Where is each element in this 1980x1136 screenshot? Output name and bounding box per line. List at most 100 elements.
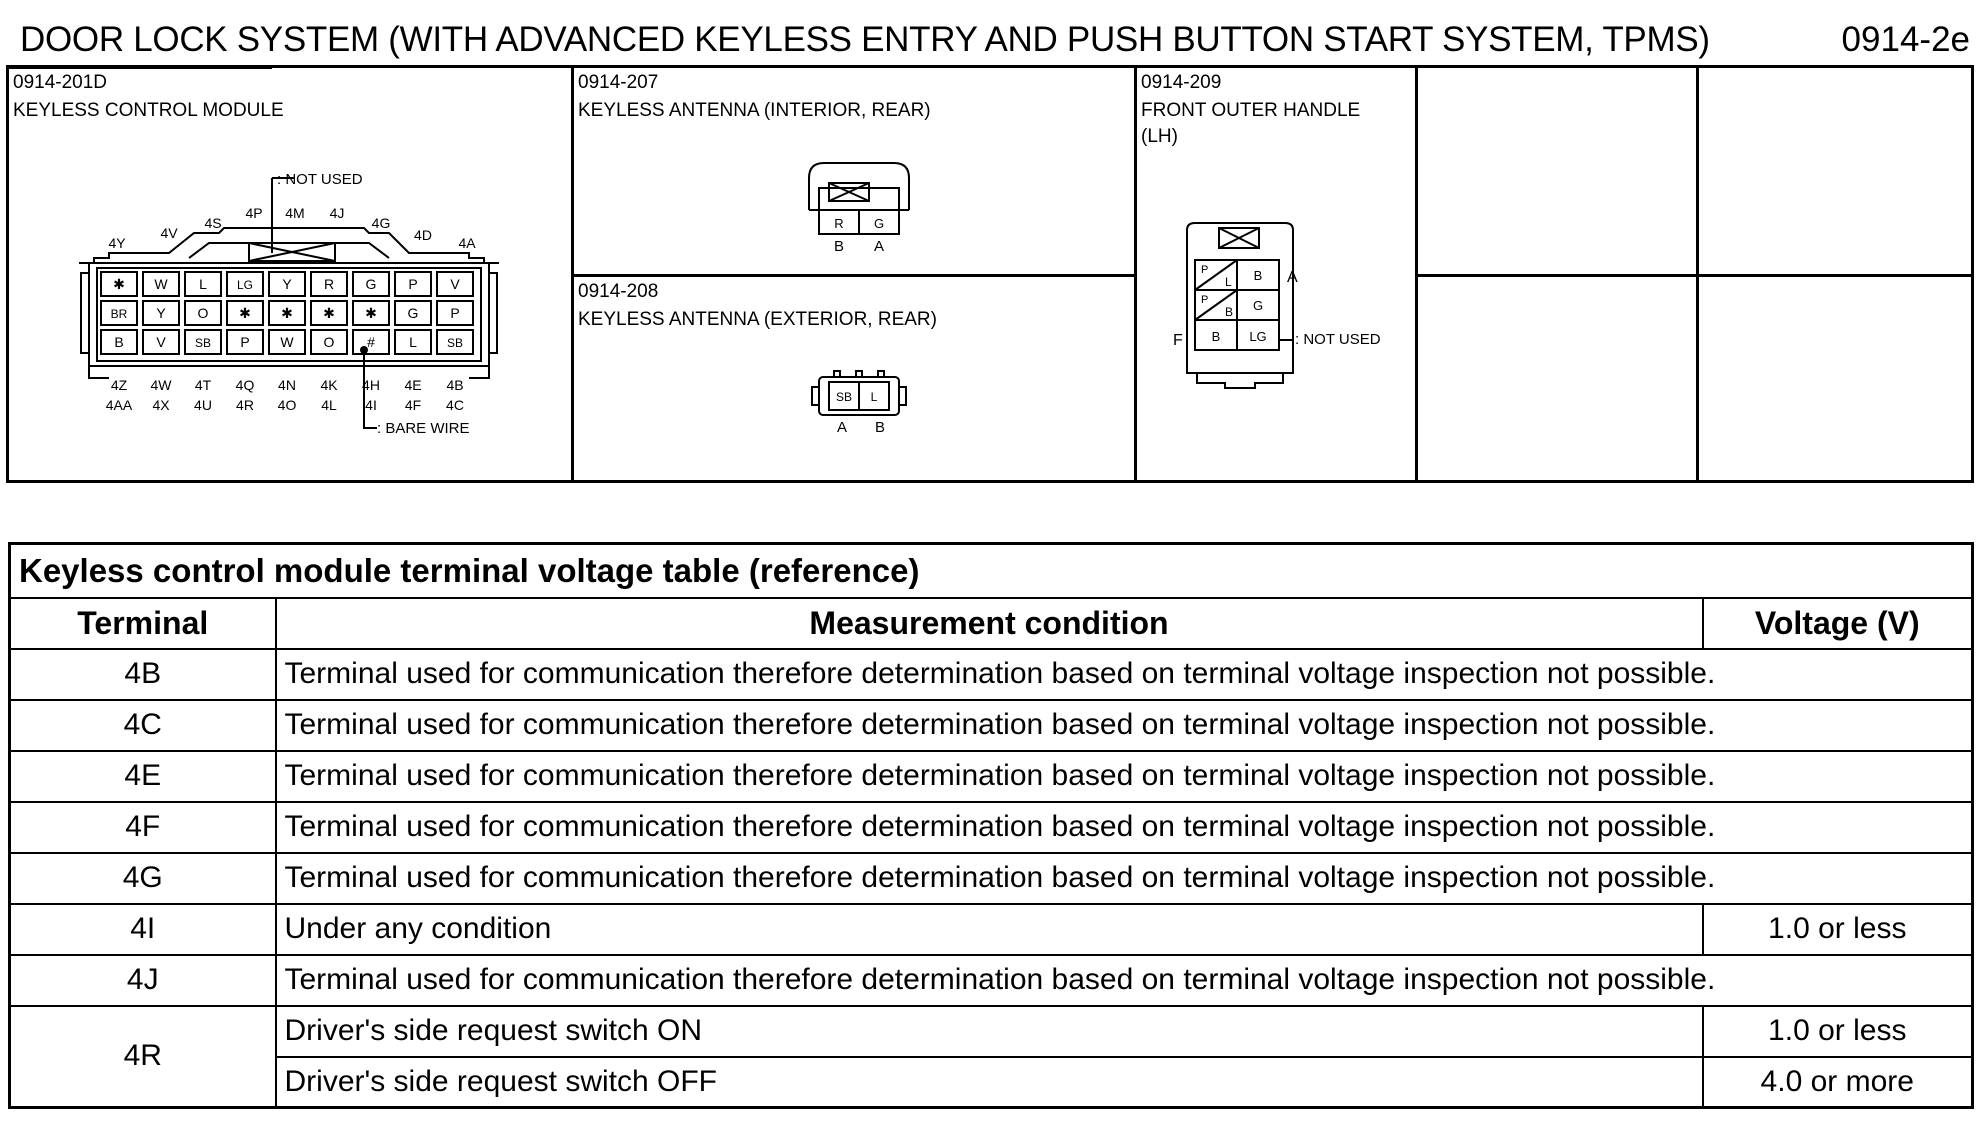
pin-cell [268,271,306,297]
pin-cell [226,329,264,355]
terminal-label: 4E [404,377,421,393]
table-caption: Keyless control module terminal voltage … [8,542,1974,599]
pin-cell [310,300,348,326]
terminal-cell: 4I [8,902,277,956]
pin-label: L [409,334,417,350]
connector-name: KEYLESS CONTROL MODULE [13,100,284,121]
pin-label: G [366,276,377,292]
pin-cell [394,329,432,355]
condition-cell: Terminal used for communication therefor… [274,800,1974,854]
terminal-cell: 4J [8,953,277,1007]
pin-label: # [367,334,375,350]
pin-cell [436,300,474,326]
pin-label: P [408,276,417,292]
pin-label: L [871,390,878,404]
terminal-label: 4O [278,397,297,413]
pin-cell [310,271,348,297]
condition-cell: Terminal used for communication therefor… [274,647,1974,701]
terminal-voltage-table: Keyless control module terminal voltage … [8,542,1974,1109]
divider [1134,68,1137,480]
divider [574,274,1134,277]
pin-label: G [874,216,884,231]
terminal-cell: 4G [8,851,277,905]
column-header: Measurement condition [274,596,1704,650]
table-header-row: Terminal Measurement condition Voltage (… [8,596,1974,650]
not-used-label: : NOT USED [1295,331,1381,348]
terminal-label: 4C [446,397,464,413]
pin-label: LG [1249,329,1266,344]
page-title: DOOR LOCK SYSTEM (WITH ADVANCED KEYLESS … [20,20,1710,59]
table-row: 4I Under any condition 1.0 or less [8,902,1974,956]
pin-cell [184,300,222,326]
connector-208: 0914-208 KEYLESS ANTENNA (EXTERIOR, REAR… [574,277,1134,480]
terminal-label: 4R [236,397,254,413]
connector-code: 0914-207 [578,72,659,93]
pin-cell [184,271,222,297]
pin-label: ✱ [323,305,335,321]
terminal-label: 4L [321,397,337,413]
pin-cell [352,329,390,355]
pin-position-label: A [1287,269,1298,286]
terminal-label: 4H [362,377,380,393]
pin-label: ✱ [365,305,377,321]
pin-label: SB [447,336,463,350]
terminal-label: 4U [194,397,212,413]
pin-label: L [199,276,207,292]
table-row: 4J Terminal used for communication there… [8,953,1974,1007]
pin-label: W [154,276,168,292]
terminal-label: 4J [330,205,345,221]
pin-label: O [324,334,335,350]
bare-wire-label: : BARE WIRE [377,420,470,437]
terminal-label: 4D [414,227,432,243]
terminal-cell: 4C [8,698,277,752]
pin-cell [100,271,138,297]
terminal-label: 4X [152,397,170,413]
pin-position-label: F [1173,332,1183,349]
pin-label: ✱ [113,276,125,292]
pin-label: SB [195,336,211,350]
table-row: 4G Terminal used for communication there… [8,851,1974,905]
terminal-label: 4Y [108,235,126,251]
pin-cell [268,300,306,326]
pin-label: Y [282,276,292,292]
pin-label: B [1212,329,1221,344]
connector-code: 0914-201D [13,72,108,93]
terminal-cell: 4B [8,647,277,701]
interior-antenna-connector-diagram: R G B A [808,162,910,255]
table-row: 4R Driver's side request switch ON 1.0 o… [8,1004,1974,1109]
terminal-label: 4M [285,205,304,221]
table-row: Driver's side request switch OFF 4.0 or … [10,1055,1974,1109]
voltage-cell: 4.0 or more [1701,1055,1974,1109]
column-header: Terminal [8,596,277,650]
pin-label: P [1201,264,1208,276]
pin-cell [100,300,138,326]
connector-name: KEYLESS ANTENNA (EXTERIOR, REAR) [578,309,937,330]
pin-position-label: A [837,419,847,436]
pin-cell [352,271,390,297]
connector-name: FRONT OUTER HANDLE(LH) [1141,100,1361,147]
table-row: 4E Terminal used for communication there… [8,749,1974,803]
pin-cell [226,271,264,297]
pin-position-label: B [875,419,885,436]
terminal-label: 4K [320,377,338,393]
condition-cell: Terminal used for communication therefor… [274,698,1974,752]
page-code: 0914-2e [1841,20,1970,59]
connector-209: 0914-209 FRONT OUTER HANDLE(LH) P L B P [1137,68,1415,480]
terminal-cell: 4R [8,1004,277,1109]
pin-label: G [408,305,419,321]
divider [1418,274,1974,277]
pin-cell [184,329,222,355]
pin-label: P [1201,294,1208,306]
pin-cell [310,329,348,355]
terminal-label: 4I [365,397,377,413]
pin-label: B [1225,305,1233,319]
pin-cell [226,300,264,326]
connector-code: 0914-209 [1141,72,1222,93]
pin-cell [436,329,474,355]
pin-label: B [114,334,123,350]
condition-cell: Terminal used for communication therefor… [274,953,1974,1007]
pin-label: W [280,334,294,350]
pin-label: V [156,334,166,350]
terminal-label: 4T [195,377,212,393]
